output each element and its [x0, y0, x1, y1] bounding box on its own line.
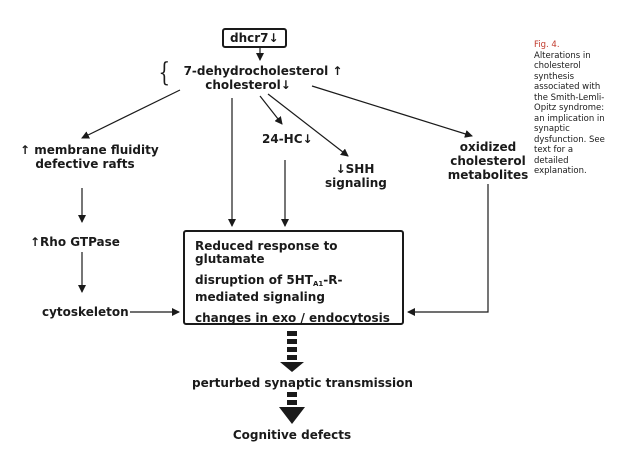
node-rho-gtpase: ↑Rho GTPase [30, 235, 120, 249]
node-oxidized-line3: metabolites [447, 168, 529, 182]
arrow-oxidized-to-box [407, 184, 489, 316]
box-line-glutamate: Reduced response to glutamate [195, 239, 338, 266]
node-dhcr7: dhcr7↓ [222, 28, 287, 48]
box-line-5ht: disruption of 5HTA1-R-mediated signaling [195, 274, 392, 304]
dashed-arrow-perturbed-to-cognitive [279, 392, 305, 424]
caption-text: Alterations in cholesterol synthesis ass… [534, 50, 605, 177]
box-line-exo-endocytosis: changes in exo / endocytosis [195, 311, 390, 325]
dashed-arrow-box-to-perturbed [280, 331, 304, 372]
node-perturbed-synaptic-transmission: perturbed synaptic transmission [192, 376, 413, 390]
node-membrane-fluidity: ↑ membrane fluidity defective rafts [20, 143, 159, 171]
node-oxidized-cholesterol: oxidized cholesterol metabolites [446, 140, 530, 182]
synaptic-effects-box: Reduced response to glutamate disruption… [183, 230, 404, 325]
node-7-dehydrocholesterol: 7-dehydrocholesterol ↑ [183, 64, 343, 78]
figure-caption: Fig. 4. Alterations in cholesterol synth… [534, 40, 606, 177]
box-line-5ht-pre: disruption of 5HT [195, 273, 313, 287]
arrow-to-24hc [259, 95, 283, 125]
node-membrane-fluidity-line2: defective rafts [35, 157, 135, 171]
node-cytoskeleton: cytoskeleton [42, 305, 129, 319]
node-oxidized-line2: cholesterol [450, 154, 526, 168]
node-membrane-fluidity-line1: ↑ membrane fluidity [20, 143, 159, 157]
node-oxidized-line1: oxidized [459, 140, 517, 154]
node-shh-signaling: ↓SHH signaling [325, 162, 387, 190]
box-line-5ht-post: -R-mediated signaling [195, 273, 343, 304]
arrow-to-oxidized [311, 85, 473, 138]
box-line-5ht-sub: A1 [312, 280, 324, 288]
arrow-to-shh [267, 93, 349, 157]
arrow-to-membrane [81, 89, 181, 139]
caption-fig-label: Fig. 4. [534, 40, 560, 50]
node-shh-line2: signaling [325, 176, 387, 190]
node-shh-line1: ↓SHH [335, 162, 375, 176]
node-24-hc: 24-HC↓ [262, 132, 313, 146]
node-cholesterol: cholesterol↓ [205, 78, 291, 92]
brace-icon: { [158, 58, 171, 88]
node-cognitive-defects: Cognitive defects [232, 428, 352, 442]
